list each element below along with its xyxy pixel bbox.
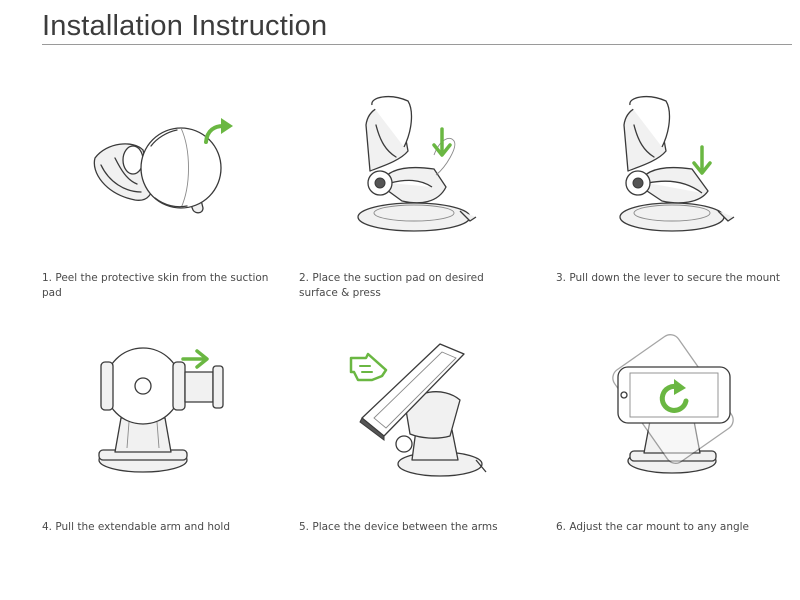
- step-4-illustration: [95, 340, 235, 480]
- step-5-caption: 5. Place the device between the arms: [299, 521, 498, 533]
- step-3-caption: 3. Pull down the lever to secure the mou…: [556, 272, 781, 284]
- mount-on-surface-illustration: [357, 95, 477, 232]
- step-5-illustration: [340, 340, 500, 485]
- step-4-caption: 4. Pull the extendable arm and hold: [42, 521, 230, 533]
- extendable-arm-illustration: [98, 347, 224, 473]
- arrow-down-icon: [692, 145, 712, 175]
- suction-pad-peel-illustration: [93, 127, 222, 214]
- step-2-illustration: [350, 95, 480, 235]
- arrow-down-icon: [432, 127, 452, 157]
- step-6-caption: 6. Adjust the car mount to any angle: [556, 521, 750, 533]
- lever-lock-illustration: [619, 95, 735, 232]
- step-1-illustration: [85, 110, 245, 220]
- rotate-icon: [659, 379, 689, 413]
- step-3-illustration: [612, 95, 742, 235]
- page-title: Installation Instruction: [42, 10, 328, 42]
- step-6-illustration: [610, 334, 750, 480]
- pointing-hand-icon: [349, 352, 388, 382]
- step-2-caption: 2. Place the suction pad on desired surf…: [299, 272, 484, 299]
- device-placement-illustration: [359, 343, 487, 477]
- arrow-right-icon: [181, 349, 209, 369]
- step-1-caption: 1. Peel the protective skin from the suc…: [42, 272, 269, 299]
- title-divider: [42, 44, 792, 45]
- arrow-right-curved-icon: [204, 118, 233, 144]
